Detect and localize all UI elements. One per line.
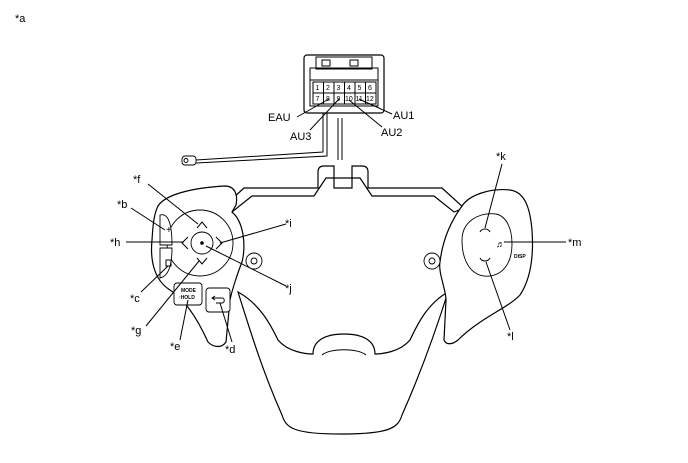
return-arrow-icon <box>211 295 216 301</box>
terminal-au2: AU2 <box>381 127 402 139</box>
callout-d: *d <box>225 344 235 356</box>
center-dot-icon <box>200 241 204 245</box>
callout-e: *e <box>170 341 180 353</box>
pin-5: 5 <box>358 85 362 92</box>
mode-hold-button[interactable] <box>173 282 203 306</box>
callout-h: *h <box>110 237 120 249</box>
mode-text: MODE <box>181 288 197 294</box>
terminal-labels: EAU AU3 AU1 AU2 <box>268 98 414 143</box>
callout-j: *j <box>285 283 292 295</box>
terminal-au3: AU3 <box>290 131 311 143</box>
pin-3: 3 <box>337 85 341 92</box>
callout-m: *m <box>568 237 581 249</box>
volume-up-button[interactable] <box>159 214 173 246</box>
pin-2: 2 <box>326 85 330 92</box>
callout-k: *k <box>496 151 506 163</box>
back-button[interactable] <box>205 287 231 313</box>
phone-on-hook-icon <box>479 257 491 262</box>
terminal-au1: AU1 <box>393 110 414 122</box>
hold-text: ·HOLD <box>179 295 195 301</box>
terminal-eau: EAU <box>268 112 291 124</box>
down-arrow-icon <box>196 257 208 265</box>
spoke-bridge <box>220 165 466 213</box>
right-arrow-icon <box>215 236 223 250</box>
left-arrow-icon <box>181 236 189 250</box>
pin-7: 7 <box>316 96 320 103</box>
callout-l: *l <box>507 331 514 343</box>
pin-10: 10 <box>345 96 353 103</box>
callout-i: *i <box>285 218 292 230</box>
right-button-cluster[interactable] <box>461 213 513 277</box>
pin-1: 1 <box>316 85 320 92</box>
pin-6: 6 <box>368 85 372 92</box>
callout-f: *f <box>133 174 141 186</box>
callouts: *f *b *h *c *g *e *d *i *j *k *m *l <box>110 151 581 356</box>
pin-12: 12 <box>366 96 374 103</box>
right-switch-assembly: ♬ DISP <box>423 189 534 345</box>
callout-b: *b <box>117 199 127 211</box>
callout-g: *g <box>131 325 141 337</box>
steering-wheel-pad <box>236 290 450 435</box>
connector: 1 2 3 4 5 6 7 8 9 10 11 12 <box>303 54 385 114</box>
camera-icon <box>165 259 172 267</box>
up-arrow-icon <box>196 221 208 229</box>
voice-icon: ♬ <box>496 239 505 249</box>
wire-harness <box>181 112 343 166</box>
figure-label: *a <box>15 13 26 25</box>
phone-off-hook-icon <box>479 228 491 233</box>
callout-c: *c <box>130 293 140 305</box>
disp-text: DISP <box>514 254 526 260</box>
plus-icon: + <box>166 225 172 236</box>
pin-grid: 1 2 3 4 5 6 7 8 9 10 11 12 <box>312 81 377 105</box>
pin-4: 4 <box>347 85 351 92</box>
